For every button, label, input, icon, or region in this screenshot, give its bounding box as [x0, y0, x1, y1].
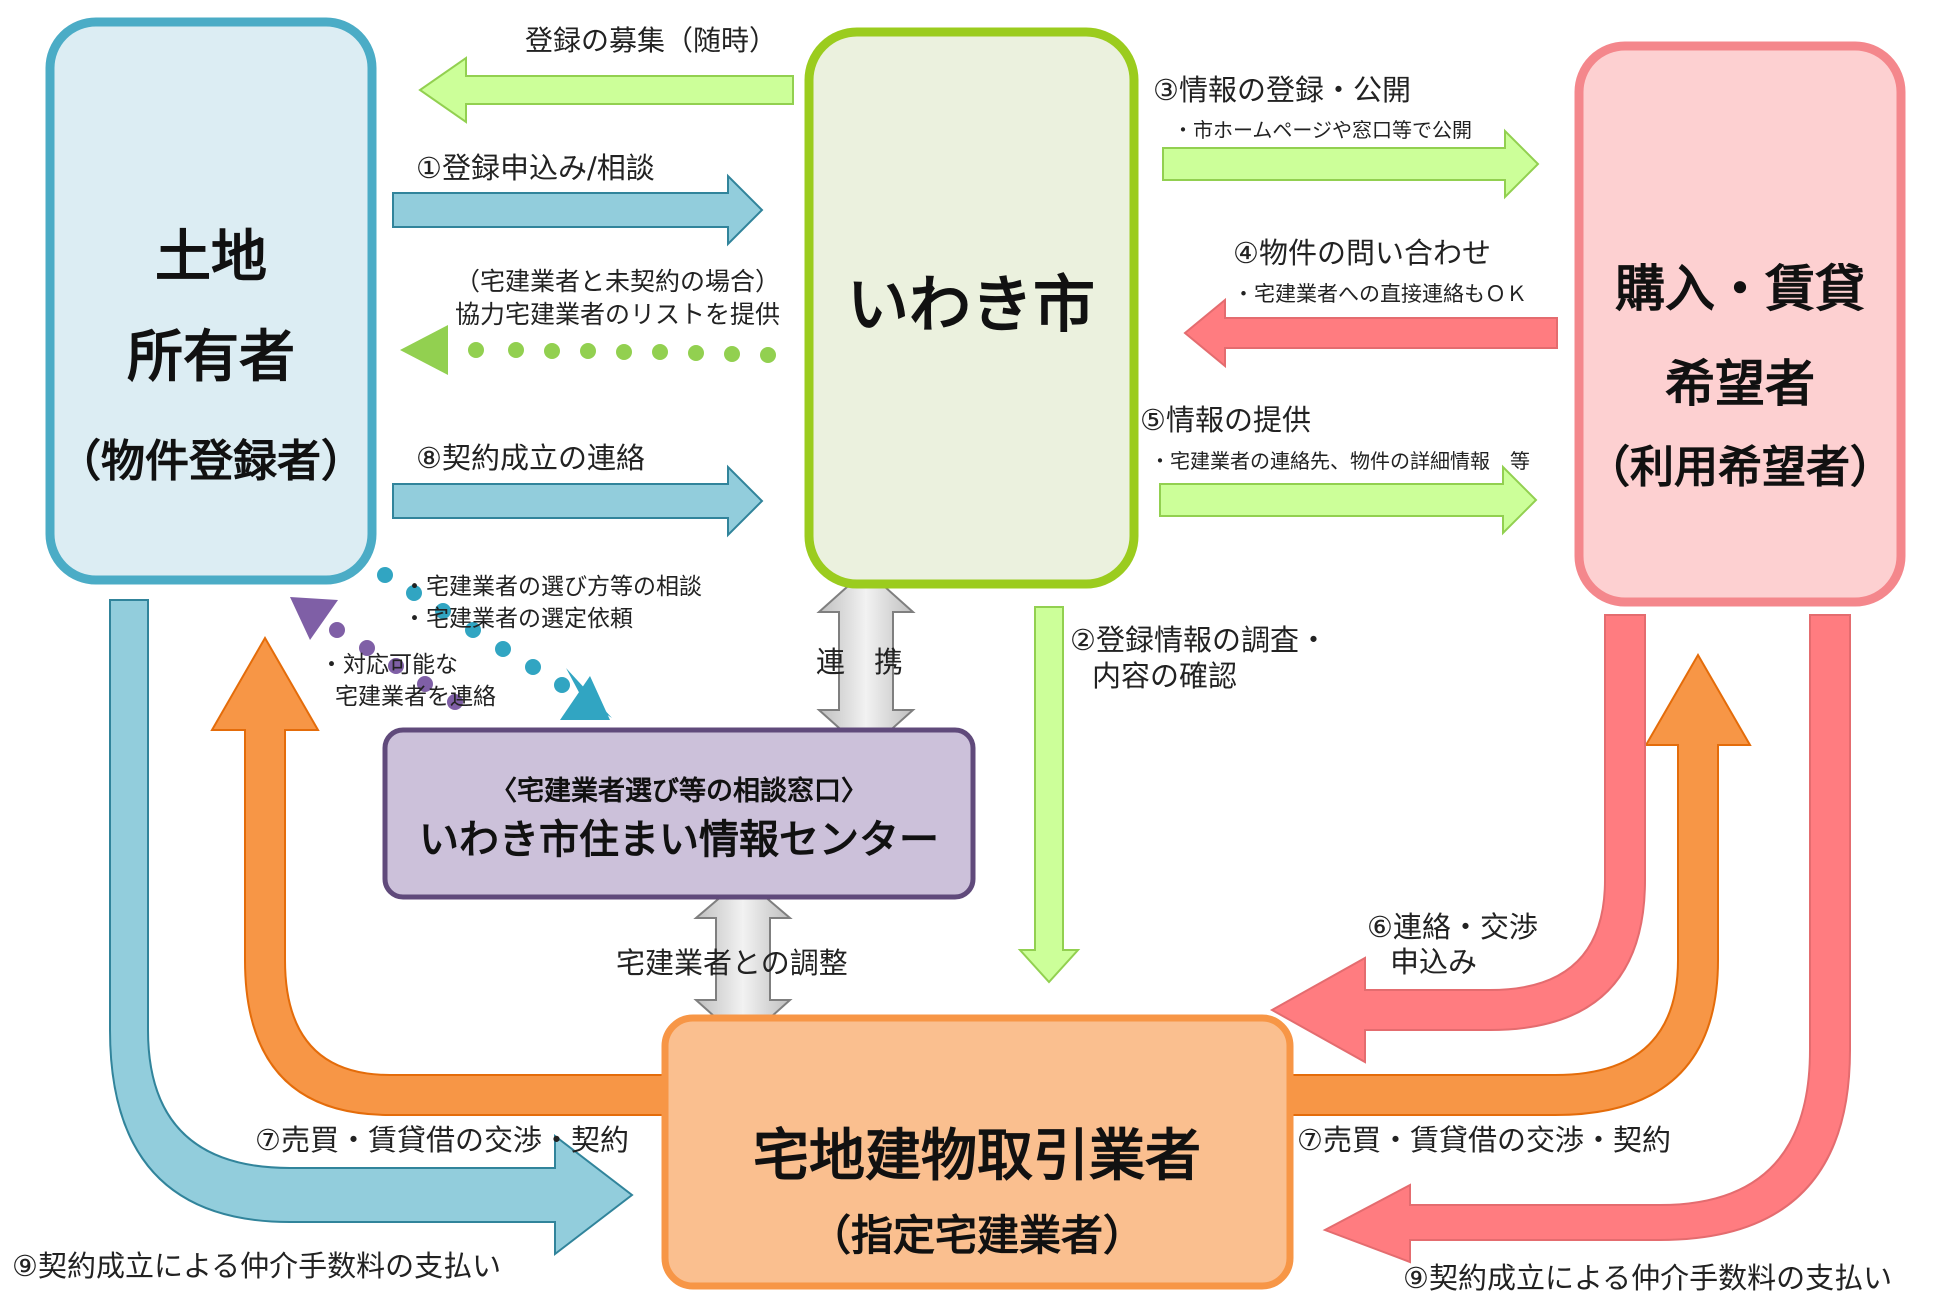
step4-label: ④物件の問い合わせ	[1233, 236, 1491, 270]
payment-arrow-left	[109, 599, 634, 1257]
payment-arrow-right	[1322, 614, 1851, 1264]
step3-note: ・市ホームページや窓口等で公開	[1173, 118, 1472, 142]
step6-label-1: ⑥連絡・交渉	[1367, 910, 1538, 944]
negotiation-arrow-left	[210, 635, 671, 1116]
reply-label-1: ・対応可能な	[320, 652, 458, 678]
agent-title: 宅地建物取引業者	[753, 1124, 1201, 1189]
list-provide-label: 協力宅建業者のリストを提供	[455, 300, 780, 329]
recruit-label: 登録の募集（随時）	[525, 24, 777, 57]
buyer-subtitle: （利用希望者）	[1586, 442, 1894, 493]
step5-label: ⑤情報の提供	[1140, 403, 1311, 437]
owner-title-line1: 土地	[155, 225, 267, 290]
step6-label-2: 申込み	[1390, 945, 1477, 979]
step1-arrow	[392, 173, 764, 247]
reply-label-2: 宅建業者を連絡	[335, 684, 496, 710]
step5-note: ・宅建業者の連絡先、物件の詳細情報 等	[1150, 449, 1530, 473]
consult-dotted-arrow	[377, 567, 612, 720]
step1-label: ①登録申込み/相談	[416, 151, 655, 185]
owner-box	[45, 17, 377, 585]
center-subtitle: 〈宅建業者選び等の相談窓口〉	[490, 775, 868, 807]
step2-label-1: ②登録情報の調査・	[1070, 623, 1328, 657]
reply-dotted-arrow	[290, 597, 463, 710]
list-provide-dotted-arrow	[400, 325, 776, 375]
center-box	[382, 727, 976, 900]
step4-arrow	[1183, 297, 1558, 369]
consult-label-2: ・宅建業者の選定依頼	[403, 606, 633, 632]
step3-arrow	[1162, 128, 1540, 200]
step3-label: ③情報の登録・公開	[1153, 73, 1411, 107]
cooperation-label: 連 携	[816, 645, 903, 679]
step2-arrow	[1017, 606, 1081, 984]
step7-right-label: ⑦売買・賃貸借の交渉・契約	[1297, 1123, 1671, 1157]
step8-arrow	[392, 464, 764, 538]
step9-right-label: ⑨契約成立による仲介手数料の支払い	[1403, 1261, 1892, 1295]
city-box	[804, 27, 1139, 589]
contact-arrow	[1269, 614, 1646, 1064]
recruit-arrow	[418, 56, 794, 124]
step8-label: ⑧契約成立の連絡	[416, 441, 645, 475]
buyer-title-line1: 購入・賃貸	[1615, 260, 1865, 318]
agent-box	[661, 1014, 1294, 1290]
consult-label-1: ・宅建業者の選び方等の相談	[403, 574, 702, 600]
step9-left-label: ⑨契約成立による仲介手数料の支払い	[12, 1249, 501, 1283]
agent-subtitle: （指定宅建業者）	[809, 1211, 1145, 1260]
unsigned-case-label: （宅建業者と未契約の場合）	[455, 267, 780, 296]
step5-arrow	[1159, 464, 1538, 536]
buyer-box	[1574, 41, 1906, 607]
center-title: いわき市住まい情報センター	[419, 817, 939, 863]
city-title: いわき市	[847, 268, 1095, 341]
step2-label-2: 内容の確認	[1092, 659, 1237, 693]
step7-left-label: ⑦売買・賃貸借の交渉・契約	[255, 1123, 629, 1157]
buyer-title-line2: 希望者	[1665, 355, 1815, 413]
step4-note: ・宅建業者への直接連絡もＯＫ	[1233, 282, 1527, 306]
owner-subtitle: （物件登録者）	[57, 436, 365, 487]
coordination-label: 宅建業者との調整	[616, 946, 848, 980]
negotiation-arrow-right	[1279, 653, 1752, 1116]
owner-title-line2: 所有者	[127, 325, 295, 390]
